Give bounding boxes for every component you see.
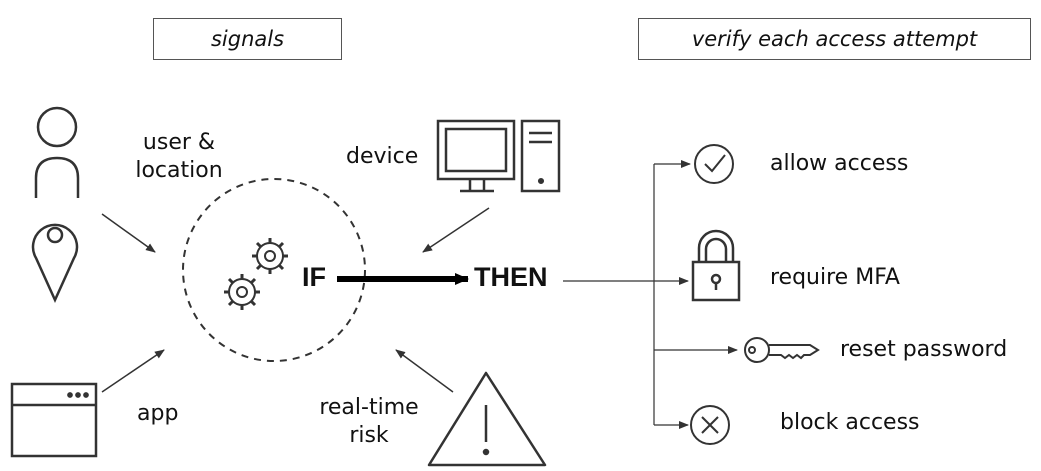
- app-label: app: [137, 401, 179, 426]
- desktop-computer-icon: [436, 119, 561, 193]
- risk-signal-arrow: [395, 349, 454, 393]
- check-circle-icon: [694, 144, 734, 184]
- gears-icon: [224, 238, 288, 310]
- policy-engine-circle: [182, 178, 366, 362]
- risk-label: real-time risk: [319, 395, 419, 448]
- block-access-label: block access: [780, 410, 920, 435]
- location-pin-icon: [31, 223, 79, 304]
- reset-password-label: reset password: [840, 337, 1008, 362]
- if-label: IF: [302, 262, 326, 292]
- app-signal-arrow: [101, 349, 165, 393]
- require-mfa-label: require MFA: [770, 265, 900, 290]
- signals-header: signals: [153, 18, 342, 60]
- device-label: device: [346, 144, 419, 169]
- verify-header: verify each access attempt: [638, 18, 1031, 60]
- padlock-icon: [691, 229, 741, 302]
- allow-access-label: allow access: [770, 151, 909, 176]
- device-signal-arrow: [422, 207, 490, 253]
- user-icon: [34, 106, 80, 198]
- user-signal-arrow: [101, 213, 156, 253]
- key-icon: [744, 337, 820, 363]
- warning-triangle-icon: [427, 371, 547, 467]
- user-location-label: user & location: [135, 130, 223, 183]
- x-circle-icon: [690, 405, 730, 445]
- then-label: THEN: [474, 262, 548, 292]
- browser-window-icon: [10, 382, 98, 458]
